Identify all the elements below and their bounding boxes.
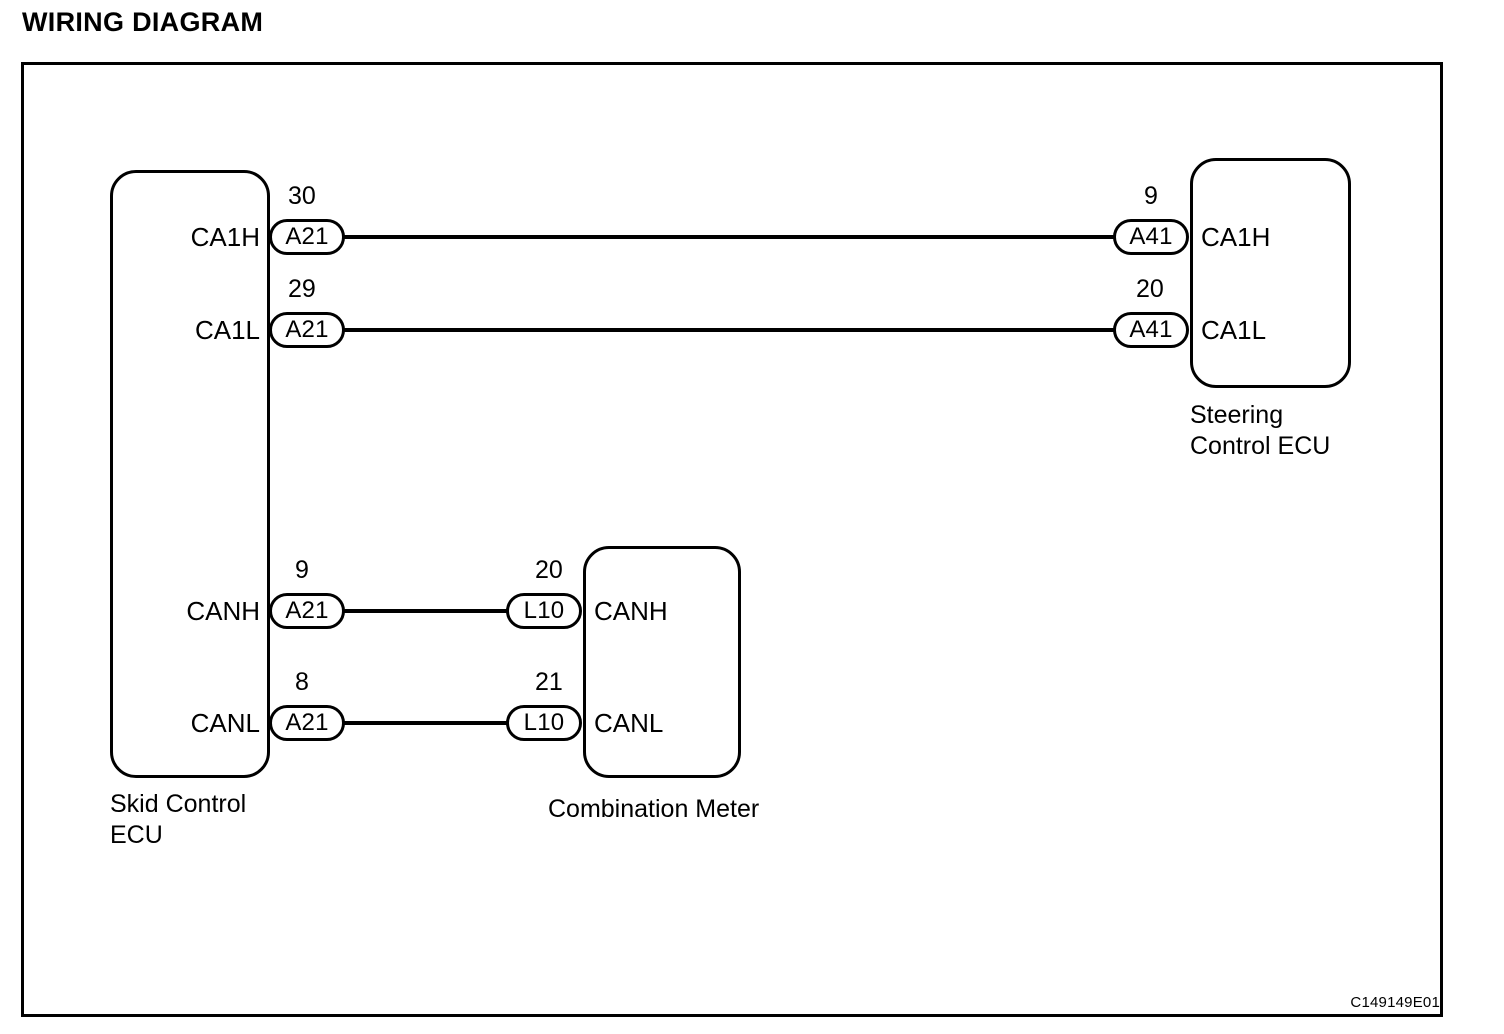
connector-a21-pin8[interactable]: A21 [269, 705, 345, 741]
connector-a41-pin20[interactable]: A41 [1113, 312, 1189, 348]
pin-number-steering-ca1h: 9 [1144, 182, 1158, 210]
connector-a41-pin9[interactable]: A41 [1113, 219, 1189, 255]
pin-number-skid-canh: 9 [295, 556, 309, 584]
connector-a21-pin30[interactable]: A21 [269, 219, 345, 255]
connector-l10-pin21[interactable]: L10 [506, 705, 582, 741]
connector-l10-pin20[interactable]: L10 [506, 593, 582, 629]
terminal-label-skid-ca1l: CA1L [194, 315, 260, 345]
pin-number-steering-ca1l: 20 [1136, 275, 1164, 303]
terminal-label-steering-ca1h: CA1H [1201, 222, 1271, 252]
connector-a21-pin29[interactable]: A21 [269, 312, 345, 348]
terminal-label-steering-ca1l: CA1L [1201, 315, 1267, 345]
combination-meter-box [583, 546, 741, 778]
skid-control-ecu-box [110, 170, 270, 778]
pin-number-meter-canl: 21 [535, 668, 563, 696]
caption-steering-control-ecu: Steering Control ECU [1190, 401, 1331, 460]
terminal-label-meter-canh: CANH [594, 596, 668, 626]
pin-number-skid-ca1l: 29 [288, 275, 316, 303]
page-title: WIRING DIAGRAM [22, 7, 264, 37]
terminal-label-skid-canh: CANH [186, 596, 260, 626]
connector-a21-pin9[interactable]: A21 [269, 593, 345, 629]
steering-control-ecu-box [1190, 158, 1351, 388]
caption-combination-meter: Combination Meter [548, 795, 760, 823]
terminal-label-skid-canl: CANL [190, 708, 260, 738]
pin-number-skid-ca1h: 30 [288, 182, 316, 210]
terminal-label-meter-canl: CANL [594, 708, 664, 738]
pin-number-meter-canh: 20 [535, 556, 563, 584]
figure-code: C149149E01 [1350, 994, 1440, 1011]
pin-number-skid-canl: 8 [295, 668, 309, 696]
diagram-frame [21, 62, 1443, 1017]
terminal-label-skid-ca1h: CA1H [190, 222, 260, 252]
caption-skid-control-ecu: Skid Control ECU [110, 790, 247, 849]
